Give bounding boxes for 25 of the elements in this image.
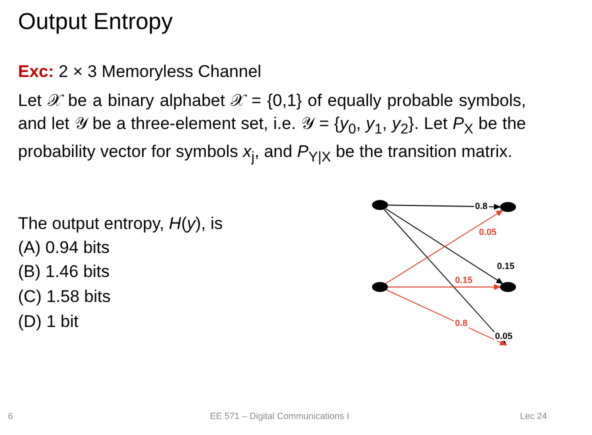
node-ellipse <box>372 282 388 292</box>
slide-number: 6 <box>8 411 14 422</box>
edge-label: 0.05 <box>478 228 498 237</box>
arrow <box>386 290 507 346</box>
footer-text: EE 571 – Digital Communications I <box>210 411 350 422</box>
answer-option: (D) 1 bit <box>18 312 78 332</box>
edge-label: 0.15 <box>454 276 474 285</box>
node-ellipse <box>372 200 388 210</box>
answer-option: (A) 0.94 bits <box>18 238 110 258</box>
footer-text: Lec 24 <box>520 411 548 422</box>
problem-statement: Let 𝒳 be a binary alphabet 𝒳 = {0,1} of equally probable symbols, and let 𝒴 be a three-element set, i.e. 𝒴 = {y$_{0}$, y$_{1}$, y$_{2}$}. Let P$_{X}$ be the probability vector for symbols x$_{j}$, and P$_{Y|X}$ be the transition matrix. <box>18 90 526 168</box>
node-ellipse <box>500 282 516 292</box>
edge-label: 0.8 <box>474 202 489 211</box>
arrow <box>383 208 507 346</box>
exercise-heading: Exc: 2 × 3 Memoryless Channel <box>18 62 262 82</box>
slide-title: Output Entropy <box>18 8 173 35</box>
answer-option: (B) 1.46 bits <box>18 262 110 282</box>
edge-label: 0.05 <box>494 332 514 341</box>
arrow <box>388 204 501 210</box>
question-text: The output entropy, H(y), is <box>18 214 223 234</box>
answer-option: (C) 1.58 bits <box>18 287 111 308</box>
edge-label: 0.15 <box>496 262 516 271</box>
node-ellipse <box>500 202 516 212</box>
edge-label: 0.8 <box>454 319 469 328</box>
arrow <box>388 284 501 290</box>
